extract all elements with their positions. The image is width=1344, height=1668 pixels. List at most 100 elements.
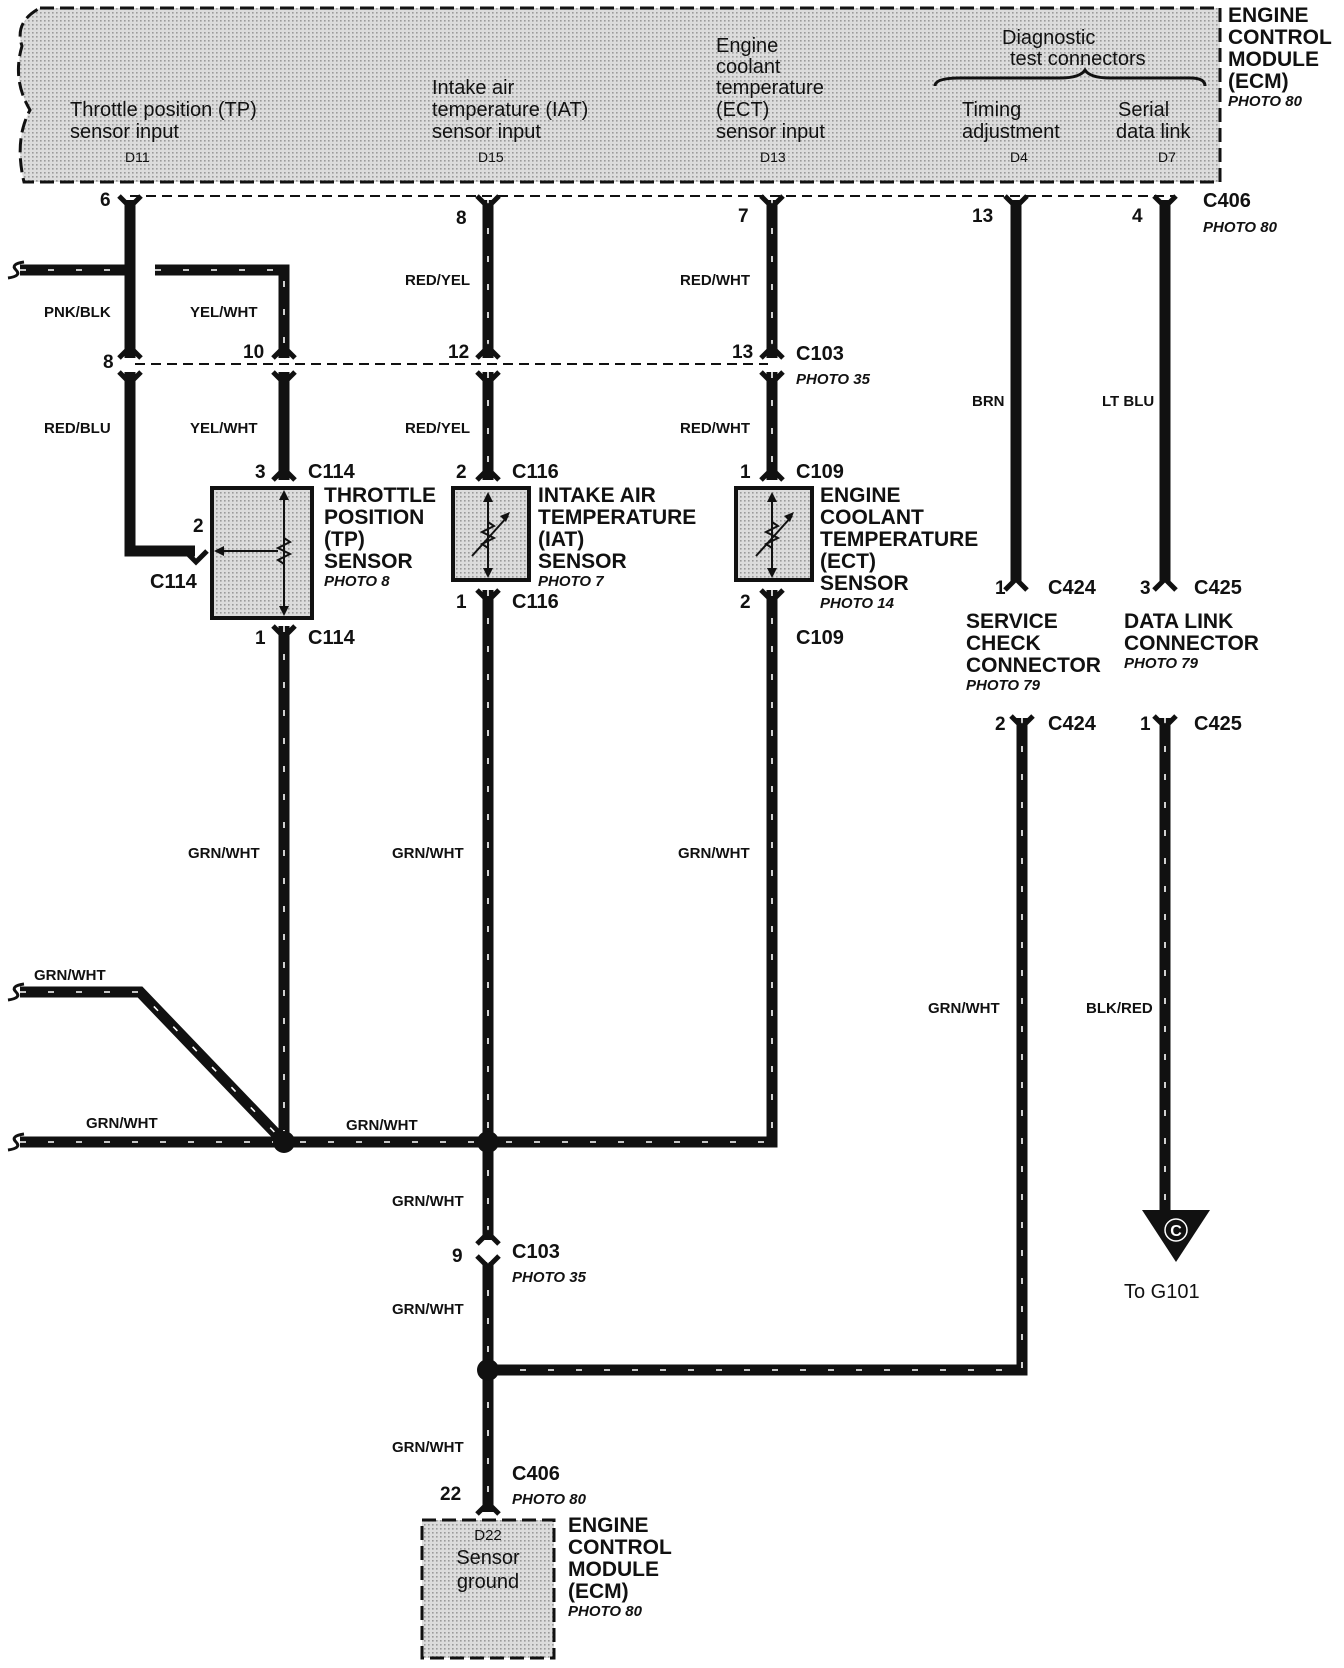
c103-pin-8: 8 [103, 352, 114, 373]
wire-red-blu [124, 372, 195, 557]
tp-side-terminal [183, 549, 209, 566]
datalink-title-line2: CONNECTOR [1124, 632, 1259, 655]
wire-label-grn-wht-c103-upper: GRN/WHT [392, 1193, 464, 1210]
c406-pin-8: 8 [456, 208, 467, 229]
sensor-top-terminal-1 [475, 465, 501, 482]
datalink-c425-bottom: C425 [1194, 713, 1242, 735]
ecm-ect-input-line3: temperature [716, 77, 824, 99]
ecm-ect-input-line2: coolant [716, 56, 781, 78]
wire-label-grn-wht-left-upper: GRN/WHT [34, 967, 106, 984]
wire-label-red-blu: RED/BLU [44, 420, 111, 437]
ecm-bottom-pin-id: D22 [474, 1527, 502, 1544]
splice-node-service [477, 1359, 499, 1381]
ecm-bottom-desc-line2: ground [457, 1571, 519, 1593]
c406-pin-6: 6 [100, 190, 111, 211]
c103-pin-9: 9 [452, 1246, 463, 1267]
c103-lower-terminal-down [475, 1254, 501, 1271]
wire-grn-wht-left-diag [20, 986, 288, 1146]
ect-sensor: 1 C109 2 C109 ENGINE COOLANT TEMPERATURE… [734, 461, 978, 649]
datalink-top-terminal [1152, 575, 1178, 592]
iat-title-line1: INTAKE AIR [538, 484, 656, 507]
ground-label: To G101 [1124, 1281, 1200, 1303]
wire-label-red-wht-upper: RED/WHT [680, 272, 750, 289]
diag-timing-line1: Timing [962, 99, 1021, 121]
c103-pin-13: 13 [732, 342, 753, 363]
ecm-top-title-line3: MODULE [1228, 48, 1319, 71]
ect-title-line1: ENGINE [820, 484, 901, 507]
c103-terminal-down-3 [759, 370, 785, 387]
c406-top-terminal-3 [1003, 194, 1029, 211]
tp-photo: PHOTO 8 [324, 573, 390, 590]
c103-lower-label: C103 [512, 1241, 560, 1263]
service-title-line2: CHECK [966, 632, 1041, 655]
iat-title-line4: SENSOR [538, 550, 627, 573]
ecm-pin-22: 22 [440, 1484, 461, 1505]
ecm-bottom-title-line1: ENGINE [568, 1514, 649, 1537]
ecm-iat-input-line2: temperature (IAT) [432, 99, 588, 121]
wire-grn-wht-ect [488, 590, 778, 1148]
wire-label-grn-wht-ect: GRN/WHT [678, 845, 750, 862]
service-bottom-terminal [1009, 714, 1035, 731]
splice-node-iat [477, 1131, 499, 1153]
ecm-bottom-photo: PHOTO 80 [568, 1603, 643, 1620]
tp-title-line1: THROTTLE [324, 484, 436, 507]
splice-node-tp [273, 1131, 295, 1153]
c406-pin-4: 4 [1132, 206, 1143, 227]
wire-grn-wht-service-stripe [488, 718, 1023, 1371]
iat-c116-top: C116 [512, 461, 559, 483]
iat-sensor: 2 C116 1 C116 INTAKE AIR TEMPERATURE (IA… [451, 461, 696, 613]
ecm-top-title-line4: (ECM) [1228, 70, 1289, 93]
service-photo: PHOTO 79 [966, 677, 1041, 694]
c406-top-photo: PHOTO 80 [1203, 219, 1278, 236]
ect-photo: PHOTO 14 [820, 595, 895, 612]
wire-yel-wht-upper [155, 264, 290, 358]
c406-pin-7: 7 [738, 206, 749, 227]
ect-arrowhead [784, 512, 794, 522]
c406-top-terminal-2 [759, 194, 785, 211]
c103-lower-photo: PHOTO 35 [512, 1269, 587, 1286]
wire-label-yel-wht-upper: YEL/WHT [190, 304, 258, 321]
c103-terminal-up-0 [117, 343, 143, 360]
iat-arrow-top [483, 492, 493, 502]
wire-label-lt-blu: LT BLU [1102, 393, 1154, 410]
service-top-terminal [1003, 575, 1029, 592]
sensor-bottom-terminal-0 [271, 624, 297, 641]
ecm-top-title-line1: ENGINE [1228, 4, 1309, 27]
sensor-top-terminal-0 [271, 465, 297, 482]
tp-title-line3: (TP) [324, 528, 365, 551]
ect-sensor-body [734, 486, 814, 582]
ect-arrow-top [767, 492, 777, 502]
wire-label-grn-wht-service: GRN/WHT [928, 1000, 1000, 1017]
ecm-bottom-desc-line1: Sensor [456, 1547, 520, 1569]
ect-title-line3: TEMPERATURE [820, 528, 978, 551]
diag-serial-line1: Serial [1118, 99, 1169, 121]
ecm-pin-d13: D13 [760, 149, 786, 165]
c103-terminal-down-0 [117, 370, 143, 387]
ground-symbol-circle [1164, 1218, 1188, 1242]
tp-pin-3: 3 [255, 462, 266, 483]
diag-group-line1: Diagnostic [1002, 27, 1095, 49]
wire-label-pnk-blk: PNK/BLK [44, 304, 111, 321]
datalink-bottom-terminal [1152, 714, 1178, 731]
ect-title-line4: (ECT) [820, 550, 876, 573]
data-link-connector: 3 C425 DATA LINK CONNECTOR PHOTO 79 1 C4… [1124, 577, 1259, 735]
tp-pin-1: 1 [255, 628, 266, 649]
c103-pin-12: 12 [448, 342, 469, 363]
c406-top-terminal-4 [1152, 194, 1178, 211]
wire-label-blk-red: BLK/RED [1086, 1000, 1153, 1017]
service-title-line3: CONNECTOR [966, 654, 1101, 677]
c103-pin-10: 10 [243, 342, 264, 363]
ect-pin-2: 2 [740, 592, 751, 613]
ground-symbol-letter: C [1170, 1223, 1182, 1240]
ect-c109-top: C109 [796, 461, 844, 483]
ect-pin-1: 1 [740, 462, 751, 483]
wire-label-red-wht-lower: RED/WHT [680, 420, 750, 437]
wire-label-red-yel-lower: RED/YEL [405, 420, 470, 437]
wire-label-grn-wht-left-lower: GRN/WHT [86, 1115, 158, 1132]
tp-arrow-bottom [279, 606, 289, 616]
ect-c109-bottom: C109 [796, 627, 844, 649]
wire-label-brn: BRN [972, 393, 1005, 410]
ecm-pin-d11: D11 [125, 149, 150, 165]
